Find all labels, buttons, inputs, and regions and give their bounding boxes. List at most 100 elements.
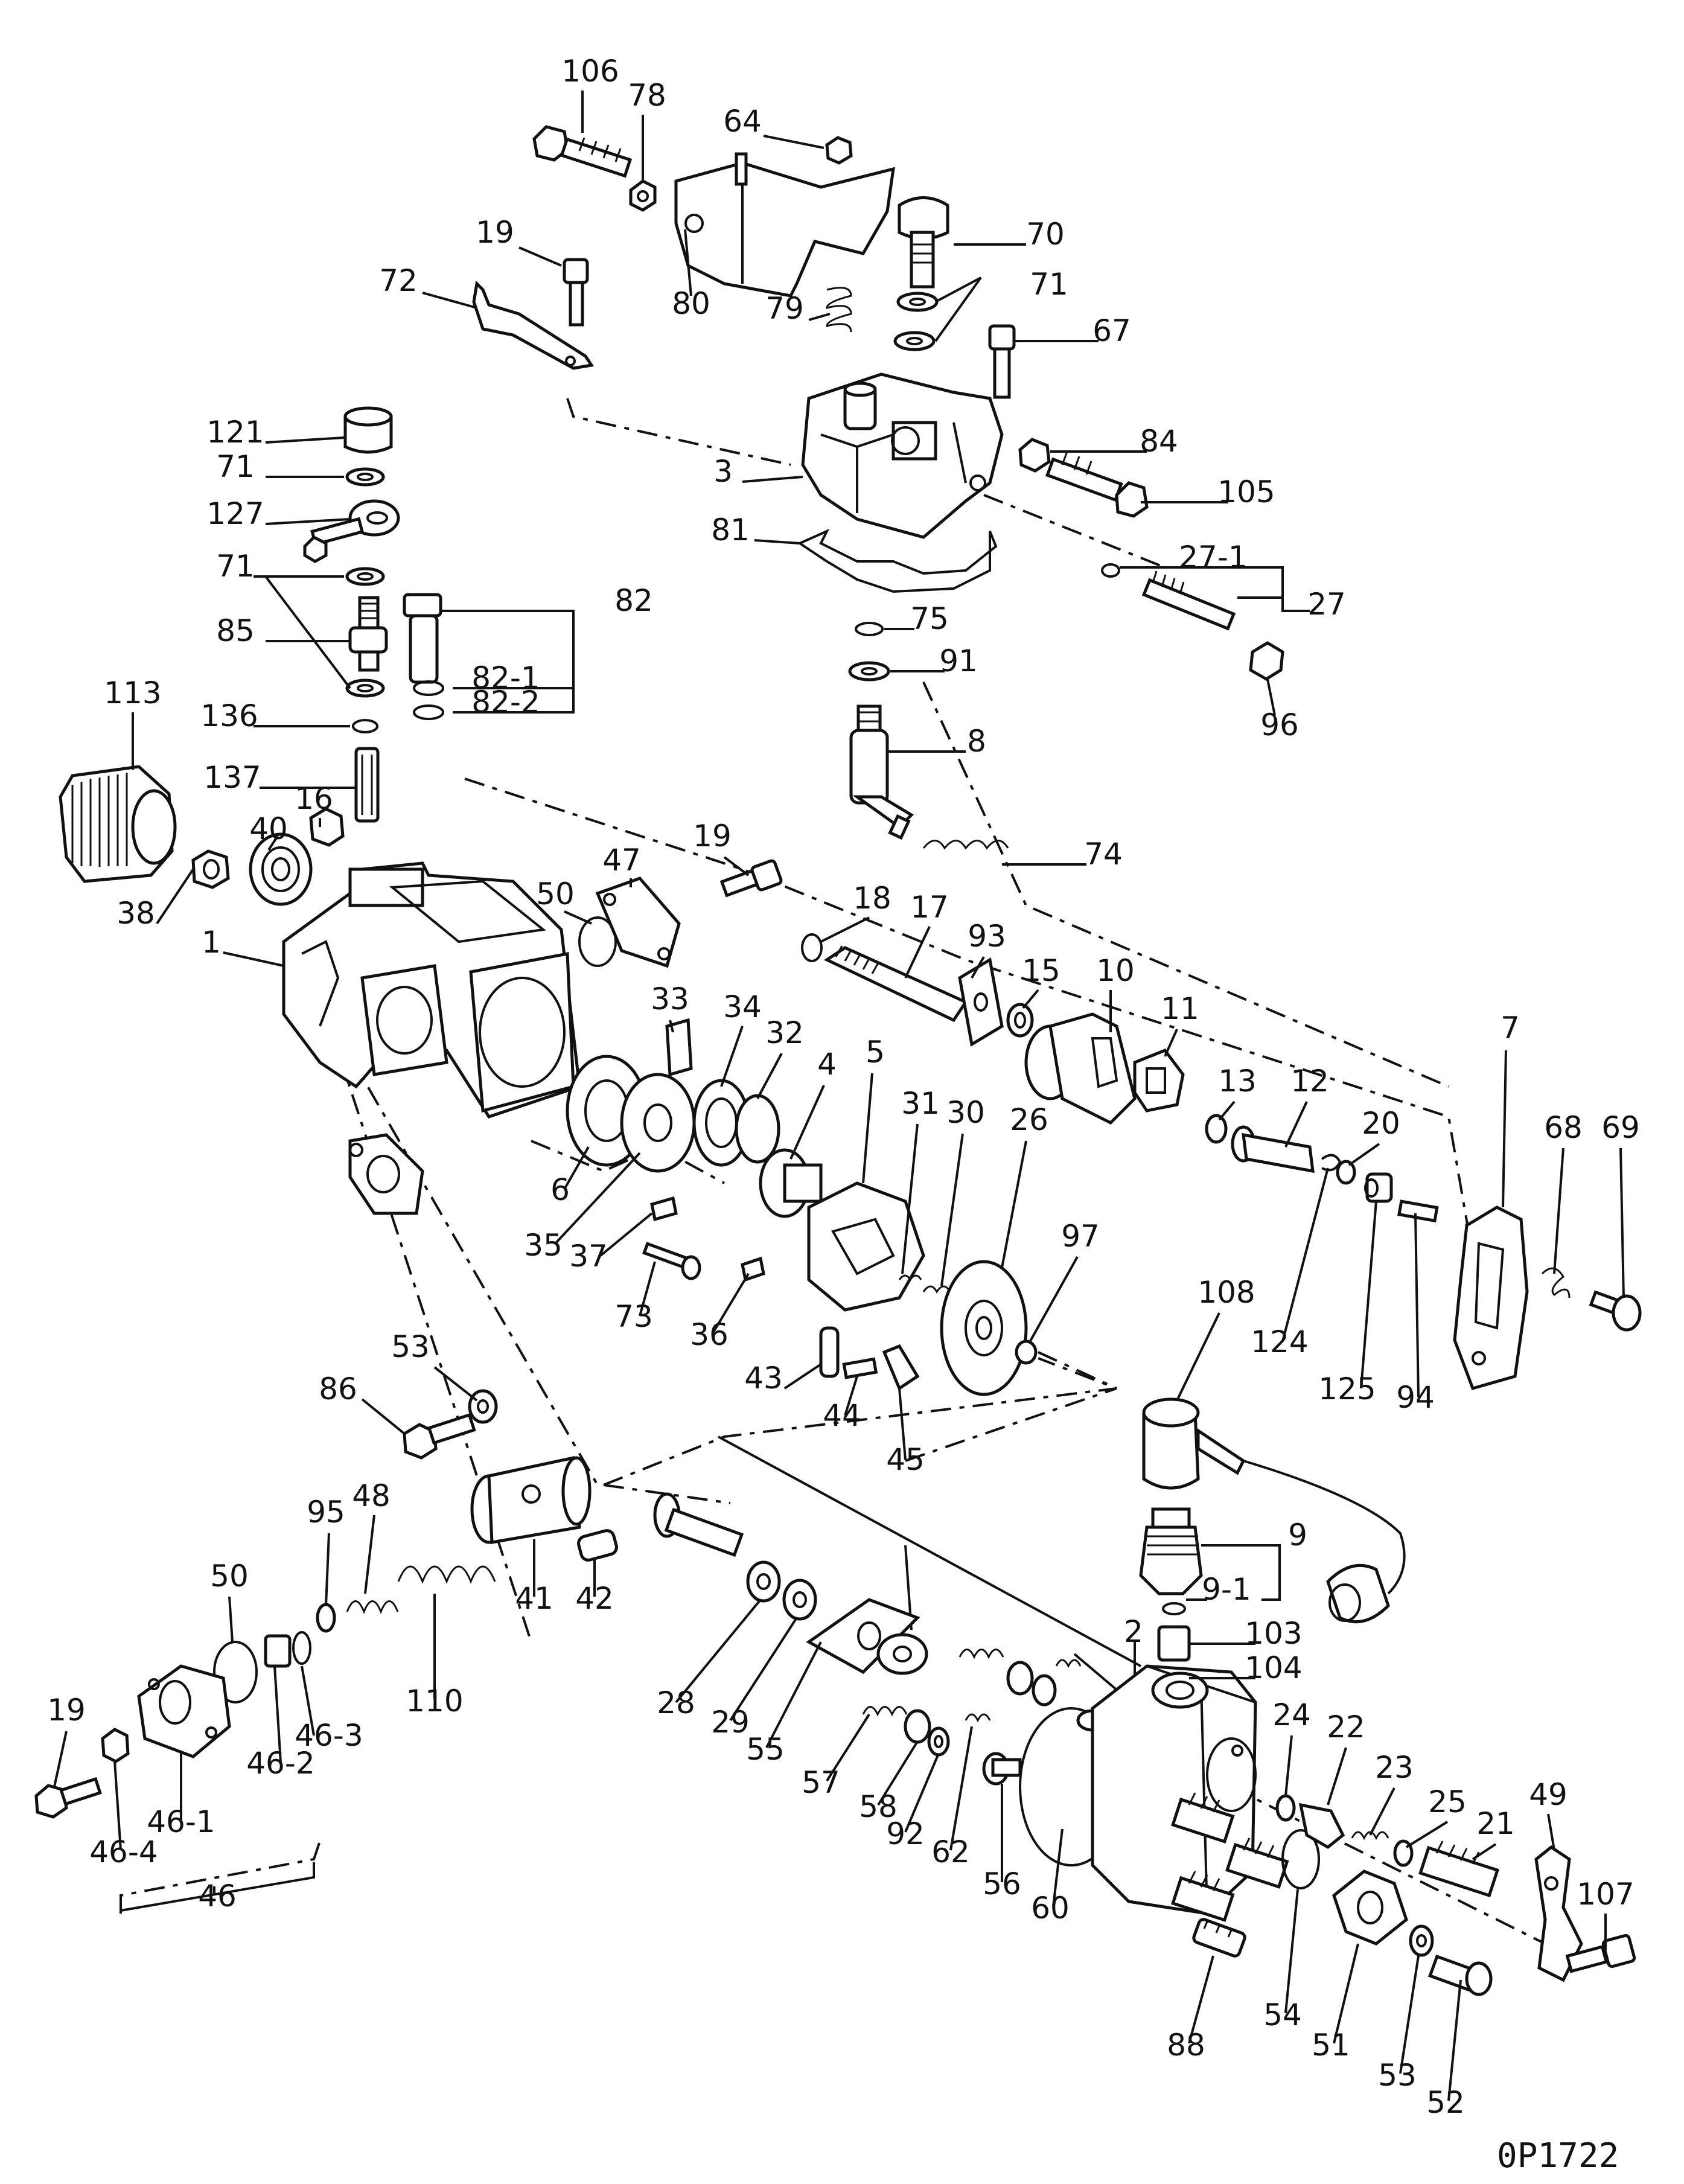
plunger-5 <box>807 1181 925 1312</box>
washer-29 <box>782 1579 817 1621</box>
part-label-71: 71 <box>1030 267 1068 302</box>
bolt-19-left <box>34 1777 102 1819</box>
o-ring-54 <box>1281 1829 1320 1889</box>
o-ring-50-top <box>578 916 617 967</box>
gear-113 <box>59 765 177 883</box>
spring-79 <box>826 287 852 333</box>
part-label-1: 1 <box>202 925 221 960</box>
washer-71-a <box>345 467 385 487</box>
drive-shaft-17 <box>823 945 968 1023</box>
o-ring-46-3 <box>292 1631 311 1665</box>
banjo-127 <box>303 499 400 563</box>
washer-28 <box>746 1560 781 1603</box>
part-label-25: 25 <box>1428 1784 1467 1819</box>
washer-71-c <box>345 679 385 698</box>
part-label-43: 43 <box>744 1361 783 1396</box>
solenoid-valve-9 <box>1139 1507 1203 1595</box>
part-label-137: 137 <box>203 760 261 795</box>
connector-9-cap <box>1326 1563 1390 1624</box>
washer-15 <box>1006 1003 1034 1038</box>
part-label-74: 74 <box>1084 837 1123 872</box>
part-label-22: 22 <box>1327 1710 1365 1745</box>
bracket-46-line <box>120 1862 315 1912</box>
washer-53-right <box>1409 1924 1434 1957</box>
part-label-12: 12 <box>1290 1064 1329 1099</box>
o-ring-18 <box>801 933 823 962</box>
plunger-27 <box>1141 570 1236 631</box>
bolt-52 <box>1427 1954 1493 1996</box>
part-label-9: 9 <box>1288 1518 1307 1553</box>
plug-46-2 <box>264 1634 292 1668</box>
plate-55 <box>806 1598 920 1675</box>
part-label-7: 7 <box>1501 1011 1520 1046</box>
part-label-64: 64 <box>723 104 762 139</box>
part-label-34: 34 <box>723 989 762 1024</box>
plate-45 <box>882 1344 920 1391</box>
part-label-50: 50 <box>210 1559 249 1594</box>
washer-91 <box>848 661 890 682</box>
part-label-45: 45 <box>886 1442 925 1477</box>
key-37 <box>650 1196 678 1222</box>
part-label-10: 10 <box>1096 953 1135 988</box>
part-label-27-1: 27-1 <box>1179 540 1247 575</box>
bolt-85 <box>348 596 388 672</box>
part-label-85: 85 <box>216 613 255 648</box>
plate-93 <box>958 957 1004 1047</box>
part-label-27: 27 <box>1307 587 1346 622</box>
part-label-19: 19 <box>476 215 514 250</box>
nut-84 <box>1018 438 1051 473</box>
part-label-28: 28 <box>657 1685 695 1720</box>
nut-78 <box>629 179 657 212</box>
bearing-40 <box>249 832 313 906</box>
bolt-19-mid <box>719 859 783 898</box>
spring-48 <box>346 1600 399 1615</box>
part-label-68: 68 <box>1544 1110 1583 1145</box>
part-label-20: 20 <box>1362 1106 1400 1141</box>
part-label-71: 71 <box>216 549 255 584</box>
part-label-30: 30 <box>946 1095 985 1130</box>
cam-plate-35 <box>620 1073 696 1173</box>
part-label-97: 97 <box>1061 1219 1100 1254</box>
part-label-81: 81 <box>711 512 750 548</box>
washer-95 <box>316 1603 336 1633</box>
part-label-17: 17 <box>910 890 949 925</box>
part-label-26: 26 <box>1010 1102 1048 1137</box>
fitting-103 <box>1157 1625 1191 1662</box>
part-label-79: 79 <box>765 291 804 326</box>
part-label-24: 24 <box>1272 1697 1311 1732</box>
part-label-95: 95 <box>307 1495 345 1530</box>
plug-51 <box>1332 1869 1408 1946</box>
part-label-62: 62 <box>931 1834 970 1869</box>
part-label-23: 23 <box>1375 1750 1414 1785</box>
part-label-110: 110 <box>406 1684 463 1719</box>
filter-137 <box>354 747 380 823</box>
nut-46-4 <box>101 1728 130 1763</box>
o-ring-82-2 <box>413 704 444 720</box>
part-label-70: 70 <box>1026 217 1065 252</box>
pin-43 <box>819 1326 840 1378</box>
part-label-67: 67 <box>1092 313 1131 348</box>
part-label-2: 2 <box>1124 1614 1143 1649</box>
spring-62 <box>965 1713 991 1723</box>
part-label-49: 49 <box>1529 1777 1568 1812</box>
washer-92 <box>927 1726 950 1757</box>
part-label-21: 21 <box>1476 1806 1515 1841</box>
drawing-code: 0P1722 <box>1497 2136 1619 2176</box>
shaft-12 <box>1231 1125 1315 1173</box>
part-label-88: 88 <box>1167 2028 1205 2063</box>
governor-cover-3 <box>801 372 1004 539</box>
part-label-58: 58 <box>859 1789 898 1824</box>
part-label-5: 5 <box>866 1035 885 1070</box>
nut-38 <box>191 849 230 889</box>
part-label-38: 38 <box>116 896 155 931</box>
part-label-96: 96 <box>1260 707 1299 742</box>
delivery-valve-holders <box>1171 1792 1289 1922</box>
part-label-107: 107 <box>1577 1877 1634 1912</box>
bush-55 <box>876 1633 928 1675</box>
part-label-46-3: 46-3 <box>295 1718 363 1753</box>
timer-piston-41 <box>470 1455 592 1544</box>
cover-47 <box>595 876 681 968</box>
part-label-3: 3 <box>713 454 733 489</box>
lever-shaft-8 <box>849 704 914 840</box>
